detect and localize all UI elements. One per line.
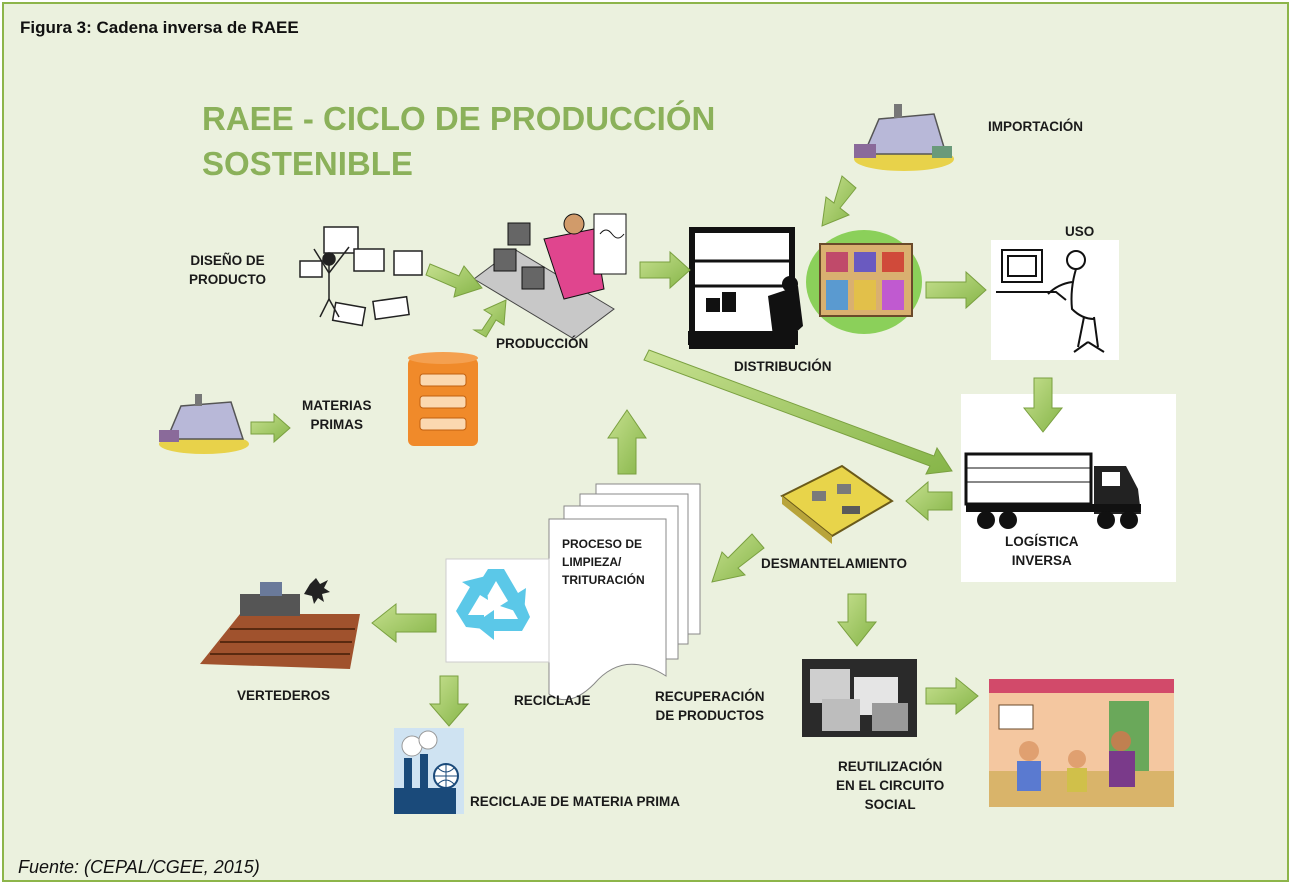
used-monitors-icon [802,659,917,737]
landfill-tractor-icon [200,578,360,669]
label-materias-line1: MATERIAS [302,398,372,413]
label-proceso-line3: TRITURACIÓN [562,573,645,587]
arrow-production-to-distribution [639,250,691,290]
social-reuse-room-icon [989,679,1174,807]
label-logistica-line2: INVERSA [1011,553,1072,568]
distribution-warehouse-icon [688,227,803,349]
barrel-icon [408,352,478,446]
arrow-recycling-to-rawmaterial-recycling [428,675,470,727]
shop-icon [806,230,922,334]
arrow-dismantling-to-recovery [836,593,878,647]
arrow-dismantling-to-recycling [711,533,765,583]
import-ship-icon [854,104,954,171]
user-card [991,240,1119,360]
arrow-use-to-logistics [1022,377,1064,433]
label-logistica-line1: LOGÍSTICA [1005,534,1079,549]
recycle-symbol-icon [456,569,530,640]
label-vertederos: VERTEDEROS [237,688,331,703]
label-importacion: IMPORTACIÓN [988,119,1083,134]
label-reutilizacion-line1: REUTILIZACIÓN [838,759,943,774]
production-worker-icon [473,213,627,340]
label-materias-primas: MATERIAS PRIMAS [302,396,372,434]
diagram-canvas [159,104,1176,814]
diagram-title: RAEE - CICLO DE PRODUCCIÓN SOSTENIBLE [202,96,715,186]
label-recuperacion-line2: DE PRODUCTOS [655,708,765,723]
arrow-recovery-to-reuse [925,676,979,716]
arrow-distribution-to-use [925,270,987,310]
label-logistica-inversa: LOGÍSTICA INVERSA [1005,532,1079,570]
arrow-recycling-to-production [607,409,647,475]
label-diseno: DISEÑO DE PRODUCTO [189,251,266,289]
label-recuperacion-productos: RECUPERACIÓN DE PRODUCTOS [655,687,765,725]
arrow-design-to-production [425,263,483,298]
design-sketch-icon [299,226,423,327]
label-recuperacion-line1: RECUPERACIÓN [655,689,765,704]
arrow-logistics-to-dismantling [905,480,953,522]
diagram-title-line1: RAEE - CICLO DE PRODUCCIÓN [202,100,716,137]
label-reutilizacion: REUTILIZACIÓN EN EL CIRCUITO SOCIAL [836,757,944,814]
user-computer-icon [996,249,1105,353]
diagram-title-line2: SOSTENIBLE [202,145,413,182]
label-desmantelamiento: DESMANTELAMIENTO [761,556,908,571]
label-proceso-limpieza: PROCESO DE LIMPIEZA/ TRITURACIÓN [562,535,645,589]
figure-source: Fuente: (CEPAL/CGEE, 2015) [18,857,260,877]
label-reciclaje-materia-prima: RECICLAJE DE MATERIA PRIMA [470,794,681,809]
label-produccion: PRODUCCIÓN [496,336,589,351]
label-proceso-line2: LIMPIEZA/ [562,555,622,569]
label-uso: USO [1065,224,1095,239]
arrow-import-to-distribution [821,175,857,227]
arrow-rawmaterials-to-production [472,299,507,338]
label-distribucion: DISTRIBUCIÓN [734,359,832,374]
label-proceso-line1: PROCESO DE [562,537,643,551]
raw-materials-ship-icon [159,394,249,454]
arrow-recycling-to-landfill [371,602,437,644]
circuit-board-icon [780,464,894,544]
label-reutilizacion-line3: SOCIAL [864,797,916,812]
truck-icon [964,452,1141,529]
arrow-ship-to-rawmaterials [250,412,291,444]
factory-globe-icon [394,728,464,814]
label-diseno-line1: DISEÑO DE [190,253,265,268]
label-reutilizacion-line2: EN EL CIRCUITO [836,778,945,793]
arrow-production-to-logistics [643,349,953,475]
recycling-pages-icon [445,483,701,701]
figure-caption: Figura 3: Cadena inversa de RAEE [20,18,299,37]
label-materias-line2: PRIMAS [310,417,363,432]
label-reciclaje: RECICLAJE [514,693,591,708]
label-diseno-line2: PRODUCTO [189,272,267,287]
